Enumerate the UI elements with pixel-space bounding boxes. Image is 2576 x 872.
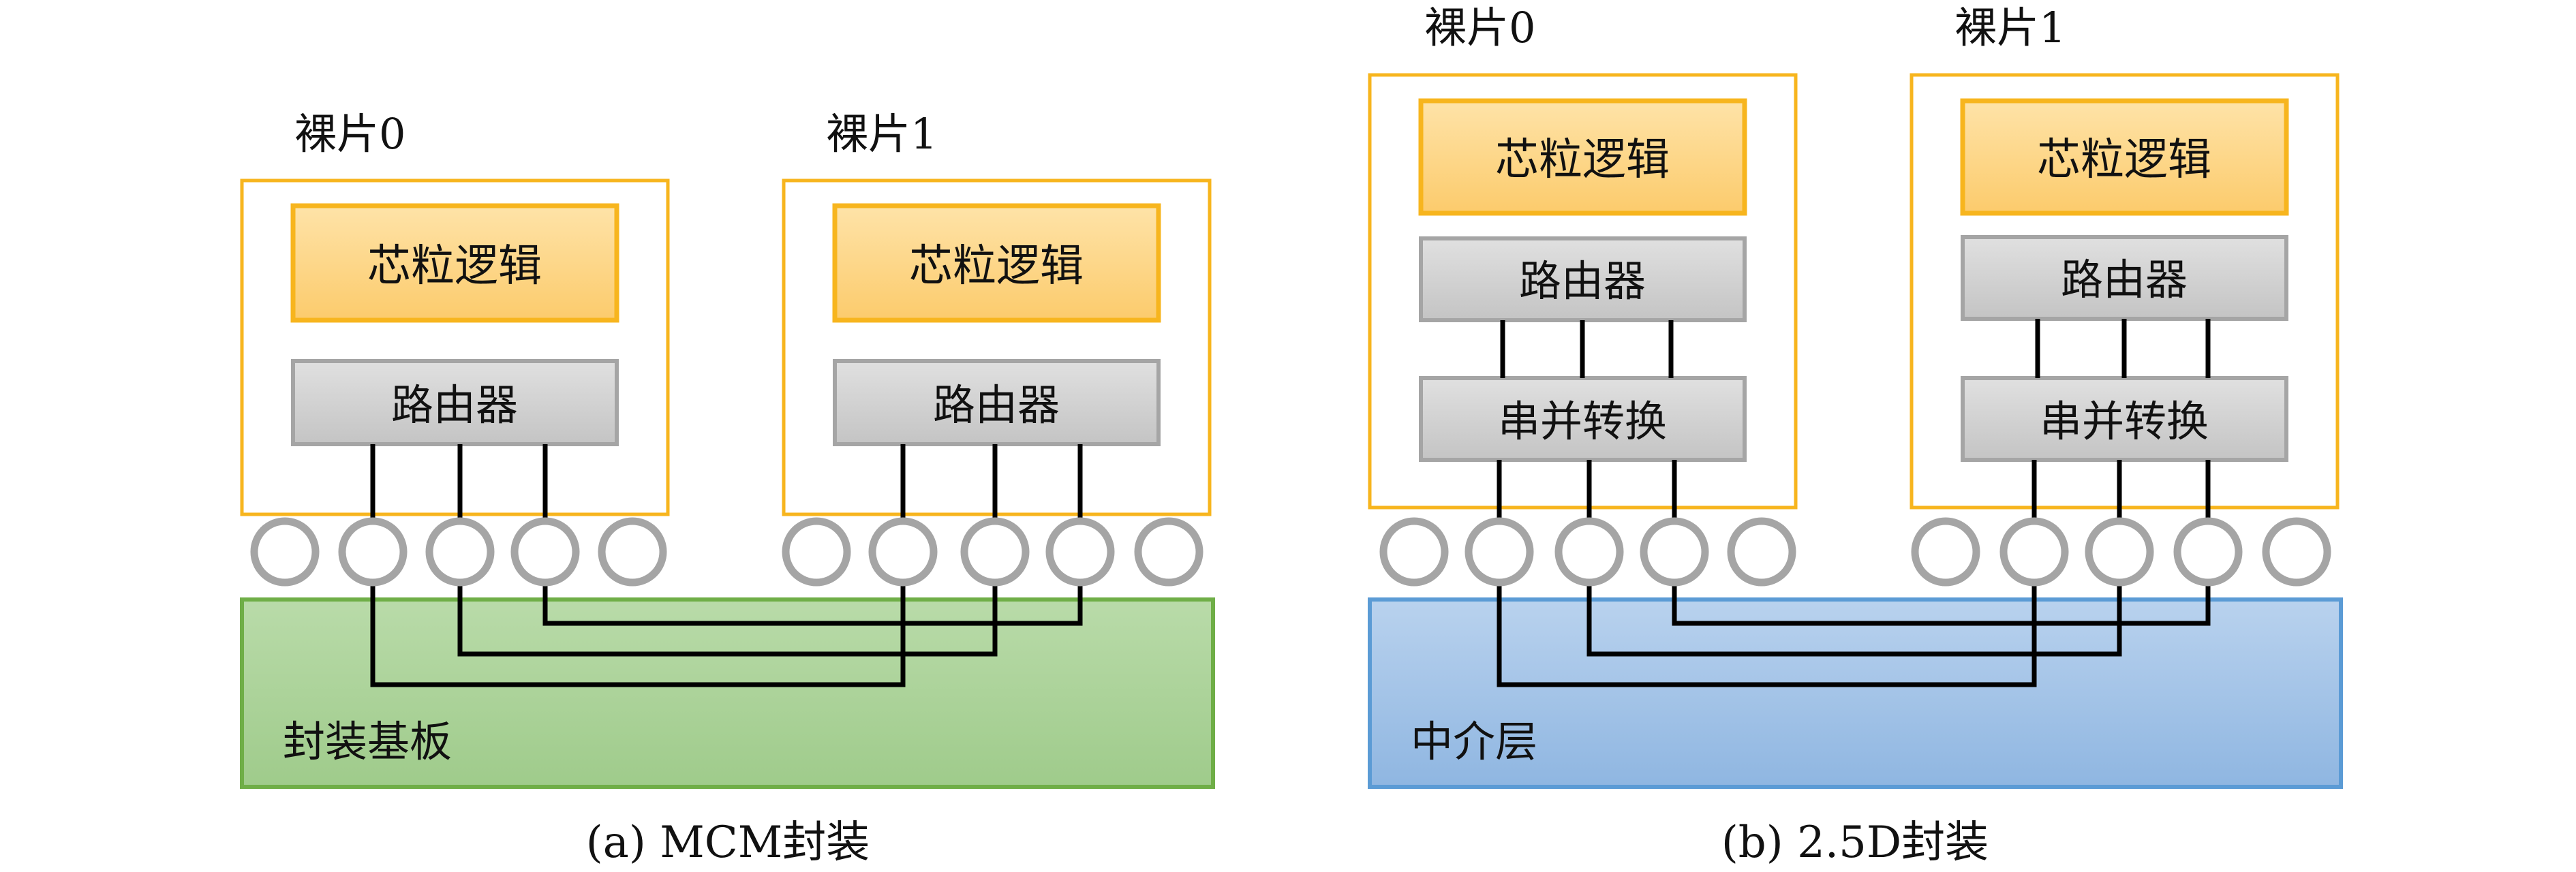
router-label: 路由器 <box>2061 255 2188 305</box>
die-0-outline <box>1368 73 1798 510</box>
chiplet-logic-label: 芯粒逻辑 <box>2037 135 2211 185</box>
micro-bump <box>2085 517 2154 587</box>
chiplet-logic-label: 芯粒逻辑 <box>909 241 1084 292</box>
chiplet-logic-block <box>1960 98 2289 216</box>
micro-bump <box>1640 517 1709 587</box>
micro-bump <box>2262 517 2331 587</box>
router-block <box>1961 235 2288 321</box>
solder-bump <box>868 517 938 587</box>
micro-bump <box>1911 517 1980 587</box>
micro-bump <box>1554 517 1624 587</box>
serdes-label: 串并转换 <box>2040 396 2209 446</box>
die-1-label: 裸片1 <box>1954 3 2066 52</box>
die-0-outline <box>240 178 670 516</box>
mcm-diagram: 封装基板 裸片0 芯粒逻辑 路由器 裸片1 芯粒逻辑 路由器 <box>240 109 1215 868</box>
solder-bump <box>1134 517 1203 587</box>
serdes-block <box>1419 376 1747 462</box>
die-1-label: 裸片1 <box>826 109 937 159</box>
solder-bump <box>782 517 851 587</box>
router-label: 路由器 <box>933 380 1060 430</box>
micro-bump <box>1727 517 1796 587</box>
package-substrate <box>240 597 1215 789</box>
solder-bump <box>425 517 495 587</box>
die-1: 裸片1 芯粒逻辑 路由器 串并转换 <box>1910 3 2340 510</box>
router-serdes-links <box>2035 319 2211 378</box>
micro-bump <box>1379 517 1449 587</box>
serdes-label: 串并转换 <box>1498 396 1667 446</box>
chiplet-logic-block <box>832 203 1161 323</box>
interposer-diagram: 中介层 裸片0 芯粒逻辑 路由器 串并转换 裸片1 芯粒逻辑 路由器 <box>1368 3 2343 868</box>
interposer <box>1368 597 2343 789</box>
router-serdes-links <box>1500 320 1674 378</box>
chiplet-logic-label: 芯粒逻辑 <box>1495 135 1670 185</box>
caption-b: (b) 2.5D封装 <box>1721 818 1989 868</box>
chiplet-logic-block <box>1418 98 1747 216</box>
die-1-outline <box>1910 73 2340 510</box>
chiplet-logic-label: 芯粒逻辑 <box>367 241 542 292</box>
solder-bump <box>598 517 667 587</box>
solder-bump <box>338 517 408 587</box>
micro-bump <box>1999 517 2069 587</box>
router-label: 路由器 <box>1519 256 1646 306</box>
package-substrate-label: 封装基板 <box>283 717 452 766</box>
die-0-label: 裸片0 <box>294 109 405 159</box>
solder-bump <box>960 517 1030 587</box>
micro-bump <box>2173 517 2243 587</box>
caption-a: (a) MCM封装 <box>586 818 870 868</box>
chiplet-logic-block <box>290 203 619 323</box>
die-0: 裸片0 芯粒逻辑 路由器 <box>240 109 670 516</box>
interposer-label: 中介层 <box>1411 717 1537 766</box>
router-block <box>291 359 619 446</box>
die-0: 裸片0 芯粒逻辑 路由器 串并转换 <box>1368 3 1798 510</box>
die-1: 裸片1 芯粒逻辑 路由器 <box>782 109 1212 516</box>
router-label: 路由器 <box>391 380 518 430</box>
mcm-bumps <box>250 517 1203 587</box>
micro-bump <box>1465 517 1534 587</box>
die-0-label: 裸片0 <box>1424 3 1535 52</box>
solder-bump <box>510 517 580 587</box>
solder-bump <box>250 517 320 587</box>
serdes-block <box>1961 376 2288 462</box>
interposer-bumps <box>1379 517 2331 587</box>
solder-bump <box>1045 517 1115 587</box>
